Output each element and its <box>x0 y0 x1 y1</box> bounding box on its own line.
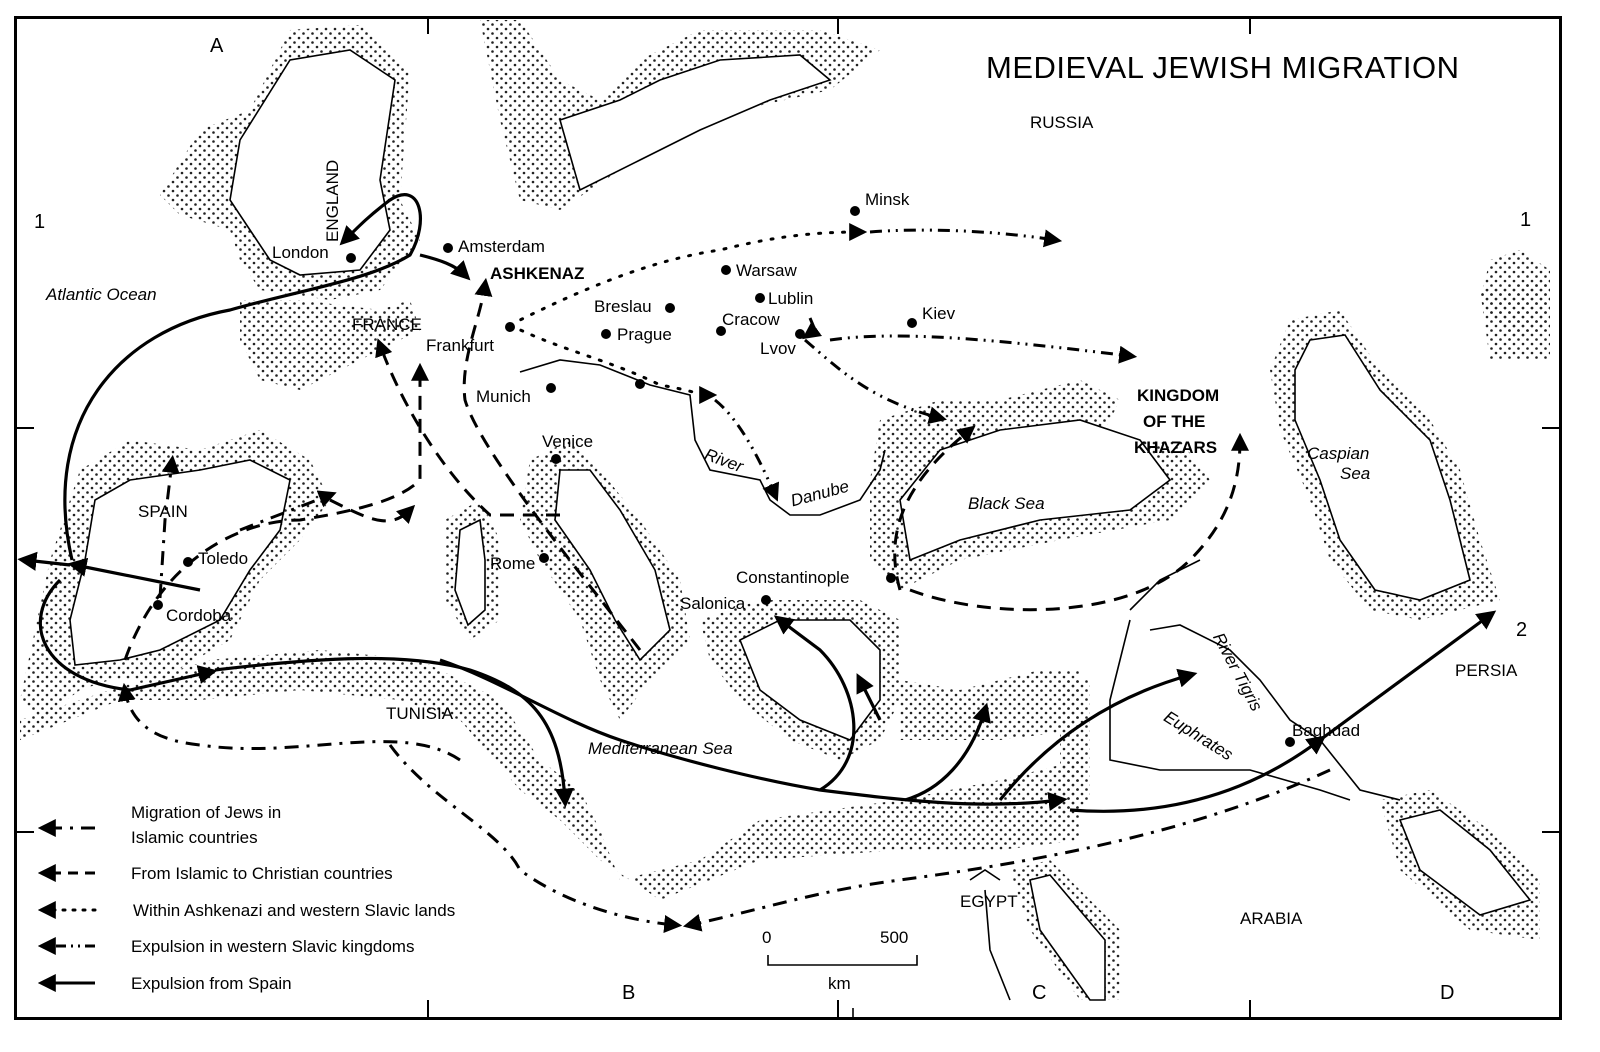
city-breslau: Breslau <box>594 297 652 316</box>
region-france: FRANCE <box>352 315 422 334</box>
scale-bar-line <box>767 955 918 1020</box>
legend-item-1-line2: Islamic countries <box>131 828 258 847</box>
legend-symbols <box>37 819 97 992</box>
scale-max: 500 <box>880 928 909 947</box>
river-nile <box>969 869 1011 1001</box>
city-london: London <box>272 243 329 262</box>
city-rome: Rome <box>490 554 536 573</box>
routes-expulsion-spain <box>17 193 1497 813</box>
city-warsaw: Warsaw <box>736 261 797 280</box>
river-danube <box>519 359 886 516</box>
rivers <box>519 359 1401 1001</box>
region-england: ENGLAND <box>323 159 342 242</box>
river-euphrates <box>1109 559 1351 801</box>
water-caspian-2: Sea <box>1340 464 1371 483</box>
city-markers <box>153 206 1295 747</box>
city-minsk: Minsk <box>865 190 910 209</box>
city-kiev: Kiev <box>922 304 956 323</box>
scale-min: 0 <box>762 928 772 947</box>
city-prague: Prague <box>617 325 672 344</box>
city-baghdad: Baghdad <box>1292 721 1361 740</box>
city-toledo: Toledo <box>198 549 249 568</box>
water-mediterranean: Mediterranean Sea <box>588 739 733 758</box>
legend-item-5: Expulsion from Spain <box>131 974 292 993</box>
legend-item-4: Expulsion in western Slavic kingdoms <box>131 937 415 956</box>
city-venice: Venice <box>542 432 594 451</box>
region-khazars-3: KHAZARS <box>1134 438 1218 457</box>
region-arabia: ARABIA <box>1240 909 1303 928</box>
routes-islamic-to-christian <box>123 277 1249 661</box>
grid-col-b: B <box>622 982 636 1004</box>
city-cracow: Cracow <box>722 310 780 329</box>
city-constantinople: Constantinople <box>736 568 850 587</box>
region-khazars-2: OF THE <box>1143 412 1206 431</box>
city-frankfurt: Frankfurt <box>426 336 495 355</box>
legend-item-2: From Islamic to Christian countries <box>131 864 393 883</box>
scale-unit: km <box>828 974 851 993</box>
grid-row-1-left: 1 <box>34 211 46 233</box>
river-tigris <box>1149 624 1401 801</box>
grid-col-d: D <box>1440 982 1455 1004</box>
region-egypt: EGYPT <box>960 892 1018 911</box>
city-cordoba: Cordoba <box>166 606 232 625</box>
city-lublin: Lublin <box>768 289 814 308</box>
city-lvov: Lvov <box>760 339 796 358</box>
map-frame <box>14 16 1562 1020</box>
region-ashkenaz: ASHKENAZ <box>490 264 585 283</box>
region-khazars-1: KINGDOM <box>1137 386 1220 405</box>
city-amsterdam: Amsterdam <box>458 237 545 256</box>
grid-col-a: A <box>210 35 224 57</box>
routes-within-ashkenaz <box>508 223 868 404</box>
city-munich: Munich <box>476 387 531 406</box>
frame-ticks <box>14 16 1562 1020</box>
region-russia: RUSSIA <box>1030 113 1094 132</box>
routes-islamic-migration <box>117 454 1331 933</box>
grid-row-1-right: 1 <box>1520 209 1532 231</box>
map-title: MEDIEVAL JEWISH MIGRATION <box>986 50 1460 85</box>
region-tunisia: TUNISIA <box>386 704 454 723</box>
sea-outlines <box>69 49 1532 1001</box>
grid-col-c: C <box>1032 982 1047 1004</box>
legend-item-1-line1: Migration of Jews in <box>131 803 282 822</box>
water-black-sea: Black Sea <box>968 494 1045 513</box>
routes-slavic-expulsion <box>714 228 1138 502</box>
water-caspian-1: Caspian <box>1307 444 1370 463</box>
water-atlantic: Atlantic Ocean <box>46 285 157 304</box>
grid-row-2-right: 2 <box>1516 619 1528 641</box>
region-persia: PERSIA <box>1455 661 1518 680</box>
legend-item-3: Within Ashkenazi and western Slavic land… <box>133 901 456 920</box>
city-salonica: Salonica <box>680 594 746 613</box>
region-spain: SPAIN <box>138 502 188 521</box>
